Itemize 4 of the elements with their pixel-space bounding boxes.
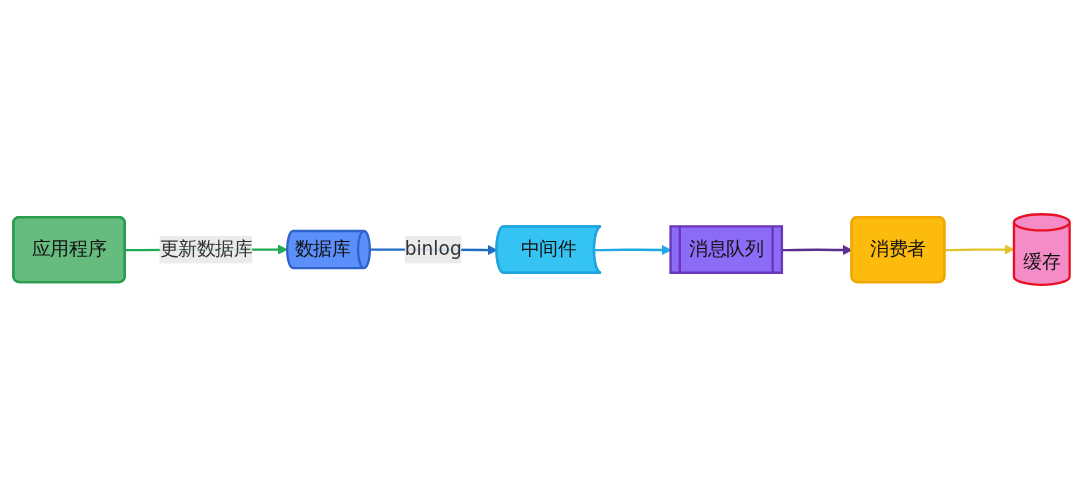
edge-label: 更新数据库 [159, 238, 253, 261]
edge-label: binlog [404, 238, 462, 261]
node-text: 数据库 [294, 238, 351, 261]
arrow [944, 244, 1015, 256]
